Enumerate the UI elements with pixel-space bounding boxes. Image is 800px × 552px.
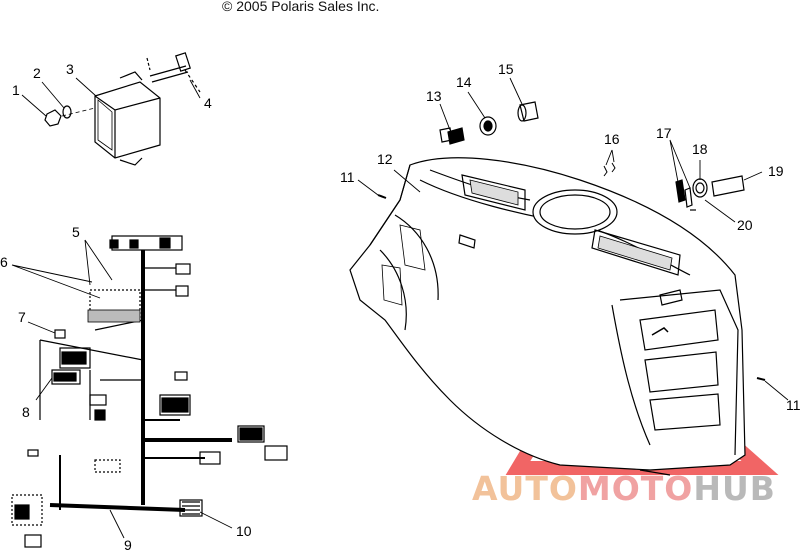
dash-panel (349, 157, 746, 476)
callout-11-right: 11 (786, 397, 800, 413)
callout-16: 16 (604, 131, 620, 147)
copyright-notice: © 2005 Polaris Sales Inc. (222, 0, 380, 14)
callout-8: 8 (22, 404, 30, 420)
callout-19: 19 (768, 163, 784, 179)
callout-5: 5 (72, 224, 80, 240)
watermark-moto: MOTO (577, 469, 694, 508)
callout-15: 15 (498, 61, 514, 77)
control-module (94, 71, 161, 166)
wiring-harness (11, 235, 288, 548)
callout-14: 14 (456, 74, 472, 90)
callout-17: 17 (656, 125, 672, 141)
callout-6: 6 (0, 254, 8, 270)
callout-9: 9 (124, 537, 132, 552)
bolt (146, 52, 201, 93)
callout-4: 4 (204, 95, 212, 111)
watermark-text: AUTOMOTOHUB (472, 469, 776, 508)
nut-and-washer (44, 105, 96, 127)
watermark-auto: AUTO (472, 469, 578, 508)
callout-3: 3 (66, 61, 74, 77)
callout-20: 20 (737, 217, 753, 233)
callout-18: 18 (692, 141, 708, 157)
callout-10: 10 (236, 523, 252, 539)
leader-lines (11, 77, 789, 539)
callout-13: 13 (426, 88, 442, 104)
callout-1: 1 (12, 82, 20, 98)
watermark-hub: HUB (693, 469, 776, 508)
small-hardware (377, 101, 766, 381)
callout-11: 11 (340, 169, 355, 185)
callout-2: 2 (33, 65, 41, 81)
callout-12: 12 (377, 151, 393, 167)
callout-7: 7 (18, 309, 26, 325)
